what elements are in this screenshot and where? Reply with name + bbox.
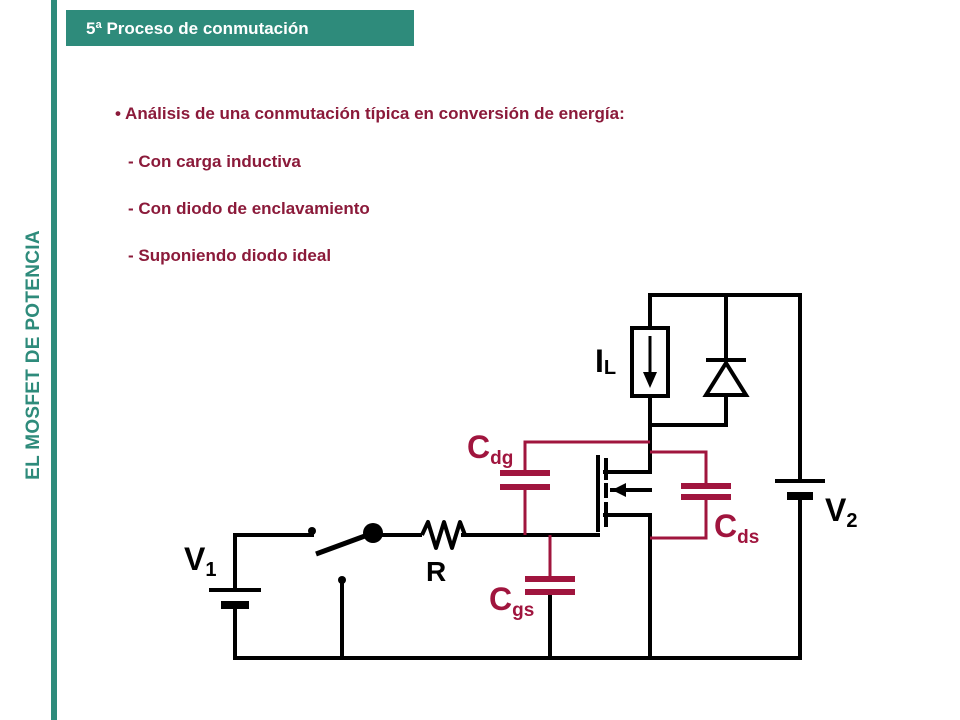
accent-bar: [51, 0, 57, 720]
wire-cdg: [523, 440, 650, 470]
label-cgs: Cgs: [489, 581, 534, 621]
battery-v2: [775, 479, 825, 500]
bullet-item: - Suponiendo diodo ideal: [128, 246, 332, 265]
capacitor-cds: [681, 483, 731, 500]
capacitor-cgs: [525, 576, 575, 595]
section-tab: 5ª Proceso de conmutación: [66, 10, 414, 46]
bullet-item: - Con diodo de enclavamiento: [128, 199, 370, 218]
label-cds: Cds: [714, 508, 759, 548]
switch: [308, 523, 422, 584]
bullet-item: • Análisis de una conmutación típica en …: [115, 104, 625, 123]
bullet-item: - Con carga inductiva: [128, 152, 301, 171]
resistor: [420, 520, 467, 550]
wire-source: [603, 513, 652, 660]
label-v2: V2: [825, 492, 857, 532]
label-cdg: Cdg: [467, 429, 513, 469]
mosfet: [596, 455, 626, 532]
wire-cds-low: [650, 497, 708, 540]
label-r: R: [426, 556, 446, 587]
battery-v1: [209, 588, 261, 609]
current-source: [630, 326, 670, 398]
label-v1: V1: [184, 541, 216, 581]
wire-drain: [603, 442, 652, 474]
current-arrow-icon: [643, 372, 657, 388]
label-il: IL: [595, 343, 616, 379]
wire-diode-bottom: [648, 393, 728, 427]
wire-cds: [650, 450, 708, 486]
capacitor-cdg: [500, 470, 550, 490]
diode: [702, 358, 750, 397]
mosfet-arrow-icon: [612, 483, 626, 497]
